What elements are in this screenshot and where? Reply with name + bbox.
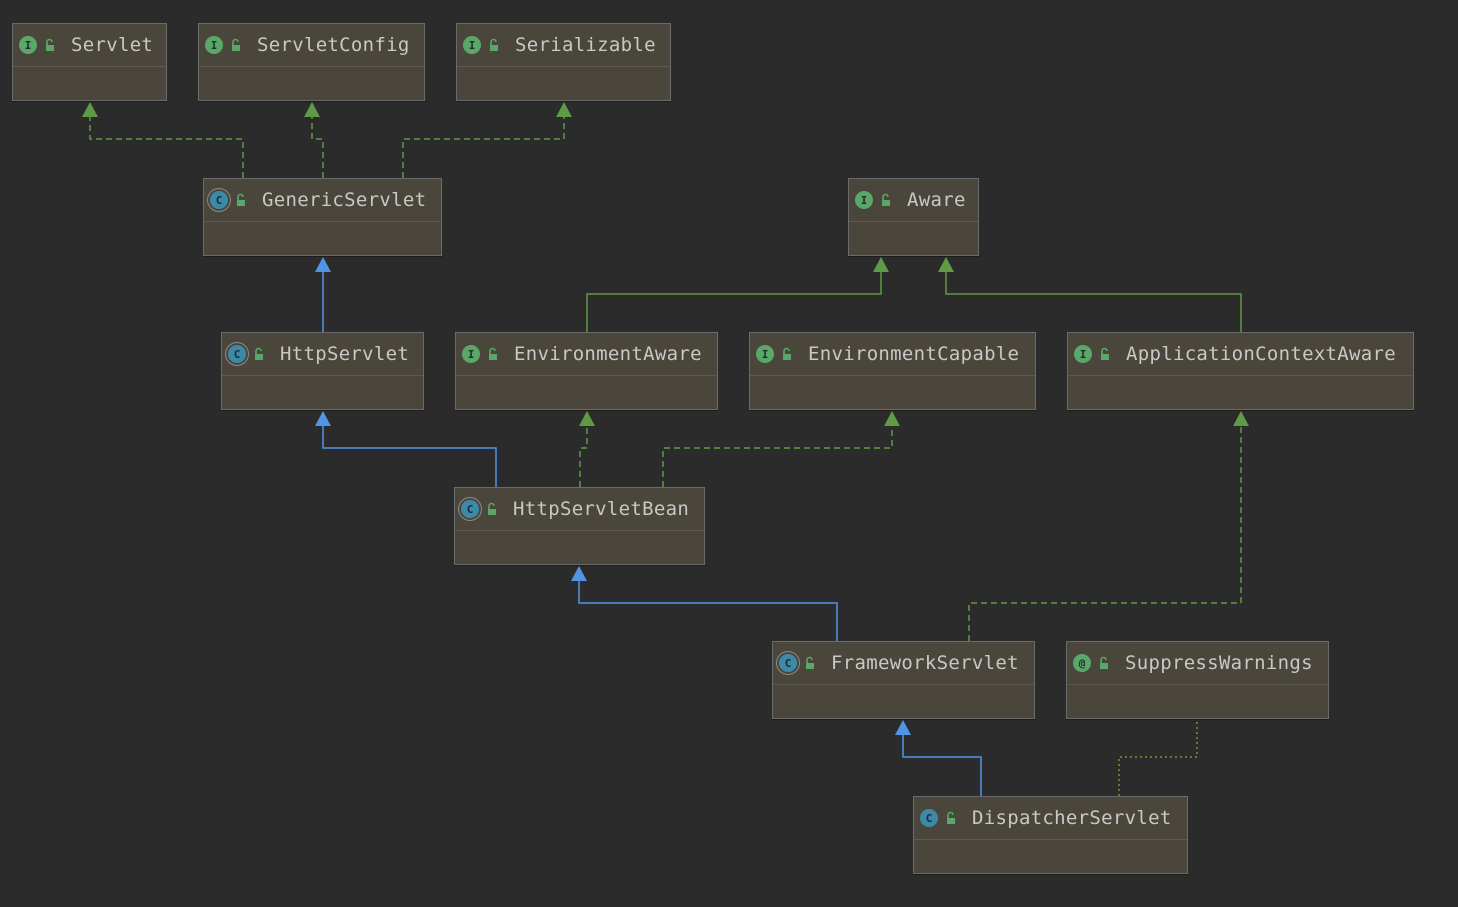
node-environmentcapable[interactable]: I EnvironmentCapable (749, 332, 1036, 410)
arrowhead-environmentaware (579, 411, 595, 426)
node-header: I EnvironmentCapable (750, 333, 1035, 376)
node-header: I EnvironmentAware (456, 333, 717, 376)
interface-icon: I (756, 345, 774, 363)
edge-genericservlet-implements-servletconfig (311, 104, 324, 178)
public-lock-icon (882, 193, 890, 206)
node-name: ServletConfig (257, 34, 410, 56)
arrowhead-aware (938, 257, 954, 272)
public-lock-icon (488, 502, 496, 515)
interface-icon: I (205, 36, 223, 54)
node-header: C FrameworkServlet (773, 642, 1034, 685)
node-header: C DispatcherServlet (914, 797, 1187, 840)
edge-frameworkservlet-implements-applicationcontextaware (968, 413, 1242, 641)
edge-httpservletbean-implements-environmentcapable (662, 413, 893, 487)
node-header: I ServletConfig (199, 24, 424, 67)
public-lock-icon (783, 347, 791, 360)
arrowhead-aware (873, 257, 889, 272)
public-lock-icon (806, 656, 814, 669)
interface-icon: I (462, 345, 480, 363)
arrowhead-servlet (82, 102, 98, 117)
node-applicationcontextaware[interactable]: I ApplicationContextAware (1067, 332, 1414, 410)
node-httpservlet[interactable]: C HttpServlet (221, 332, 424, 410)
edge-frameworkservlet-extends-httpservletbean (578, 568, 838, 641)
node-name: EnvironmentCapable (808, 343, 1020, 365)
node-name: GenericServlet (262, 189, 427, 211)
node-name: SuppressWarnings (1125, 652, 1313, 674)
node-name: FrameworkServlet (831, 652, 1019, 674)
node-header: C GenericServlet (204, 179, 441, 222)
edge-httpservletbean-extends-httpservlet (322, 413, 497, 487)
node-genericservlet[interactable]: C GenericServlet (203, 178, 442, 256)
public-lock-icon (237, 193, 245, 206)
public-lock-icon (489, 347, 497, 360)
node-header: C HttpServletBean (455, 488, 704, 531)
abstract-class-icon: C (461, 500, 479, 518)
node-header: I Aware (849, 179, 978, 222)
arrowhead-serializable (556, 102, 572, 117)
node-httpservletbean[interactable]: C HttpServletBean (454, 487, 705, 565)
node-header: I ApplicationContextAware (1068, 333, 1413, 376)
node-dispatcherservlet[interactable]: C DispatcherServlet (913, 796, 1188, 874)
node-name: ApplicationContextAware (1126, 343, 1396, 365)
edge-dispatcherservlet-extends-frameworkservlet (902, 722, 982, 796)
node-servlet[interactable]: I Servlet (12, 23, 167, 101)
node-name: Serializable (515, 34, 656, 56)
node-suppresswarnings[interactable]: @ SuppressWarnings (1066, 641, 1329, 719)
node-name: Servlet (71, 34, 154, 56)
arrowhead-environmentcapable (884, 411, 900, 426)
node-name: HttpServletBean (513, 498, 690, 520)
node-name: Aware (907, 189, 966, 211)
interface-icon: I (19, 36, 37, 54)
node-aware[interactable]: I Aware (848, 178, 979, 256)
node-environmentaware[interactable]: I EnvironmentAware (455, 332, 718, 410)
public-lock-icon (490, 38, 498, 51)
node-name: DispatcherServlet (972, 807, 1172, 829)
edge-genericservlet-implements-serializable (402, 104, 565, 178)
node-servletconfig[interactable]: I ServletConfig (198, 23, 425, 101)
arrowhead-httpservletbean (571, 566, 587, 581)
public-lock-icon (46, 38, 54, 51)
interface-icon: I (1074, 345, 1092, 363)
node-serializable[interactable]: I Serializable (456, 23, 671, 101)
node-header: @ SuppressWarnings (1067, 642, 1328, 685)
edge-httpservletbean-implements-environmentaware (579, 413, 588, 487)
abstract-class-icon: C (210, 191, 228, 209)
class-icon: C (920, 809, 938, 827)
public-lock-icon (255, 347, 263, 360)
edge-environmentaware-interface-extends-aware (586, 259, 882, 332)
node-name: EnvironmentAware (514, 343, 702, 365)
public-lock-icon (1101, 347, 1109, 360)
edge-dispatcherservlet-annotated-with-suppresswarnings (1118, 722, 1198, 796)
annotation-icon: @ (1073, 654, 1091, 672)
node-header: C HttpServlet (222, 333, 423, 376)
public-lock-icon (232, 38, 240, 51)
node-frameworkservlet[interactable]: C FrameworkServlet (772, 641, 1035, 719)
edge-applicationcontextaware-interface-extends-aware (945, 259, 1242, 332)
abstract-class-icon: C (779, 654, 797, 672)
node-header: I Servlet (13, 24, 166, 67)
public-lock-icon (1100, 656, 1108, 669)
arrowhead-frameworkservlet (895, 720, 911, 735)
public-lock-icon (947, 811, 955, 824)
abstract-class-icon: C (228, 345, 246, 363)
arrowhead-genericservlet (315, 257, 331, 272)
arrowhead-applicationcontextaware (1233, 411, 1249, 426)
edge-genericservlet-implements-servlet (89, 104, 244, 178)
node-header: I Serializable (457, 24, 670, 67)
node-name: HttpServlet (280, 343, 410, 365)
interface-icon: I (463, 36, 481, 54)
arrowhead-servletconfig (304, 102, 320, 117)
interface-icon: I (855, 191, 873, 209)
arrowhead-httpservlet (315, 411, 331, 426)
